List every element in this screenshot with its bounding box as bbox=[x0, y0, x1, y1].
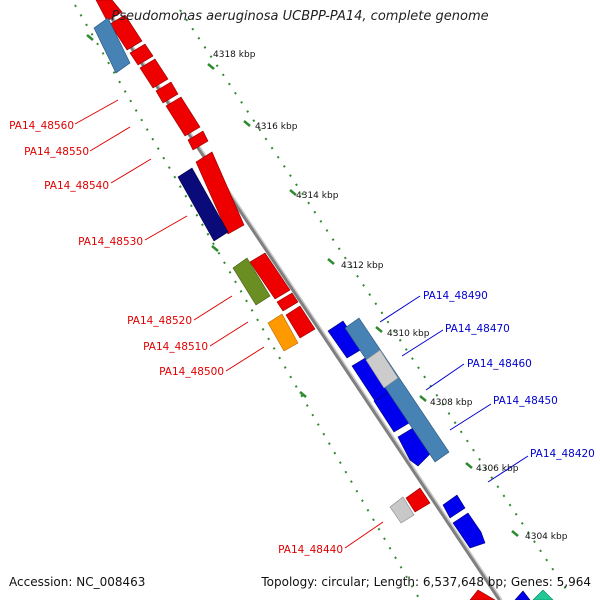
gene-block[interactable] bbox=[285, 305, 316, 339]
gene-block[interactable] bbox=[344, 317, 450, 463]
tick-label: 4308 kbp bbox=[430, 398, 473, 408]
gene-block[interactable] bbox=[442, 494, 466, 519]
gene-label-reverse[interactable]: PA14_48550 bbox=[24, 146, 89, 158]
gene-label-forward[interactable]: PA14_48450 bbox=[493, 395, 558, 407]
gene-block[interactable] bbox=[452, 512, 486, 549]
gene-block[interactable] bbox=[155, 81, 179, 104]
gene-label-reverse[interactable]: PA14_48510 bbox=[143, 341, 208, 353]
forward-genes bbox=[327, 317, 554, 600]
tick-label: 4312 kbp bbox=[341, 261, 384, 271]
gene-block[interactable] bbox=[165, 96, 201, 137]
accession-text: Accession: NC_008463 bbox=[9, 575, 146, 589]
gene-block[interactable] bbox=[195, 151, 245, 235]
genome-backbone-shadow bbox=[101, 0, 503, 600]
gene-block[interactable] bbox=[187, 130, 209, 151]
gene-block[interactable] bbox=[276, 292, 299, 312]
gene-block[interactable] bbox=[514, 590, 531, 600]
gene-label-forward[interactable]: PA14_48470 bbox=[445, 323, 510, 335]
gene-label-reverse[interactable]: PA14_48440 bbox=[278, 544, 343, 556]
gene-block[interactable] bbox=[93, 17, 131, 74]
gene-block[interactable] bbox=[95, 0, 123, 22]
ruler-ticks bbox=[86, 34, 519, 537]
gene-block[interactable] bbox=[389, 496, 415, 524]
tick-label: 4314 kbp bbox=[296, 191, 339, 201]
gene-label-reverse[interactable]: PA14_48520 bbox=[127, 315, 192, 327]
gene-label-forward[interactable]: PA14_48490 bbox=[423, 290, 488, 302]
gene-block[interactable] bbox=[232, 257, 271, 306]
left-leaders bbox=[74, 99, 384, 549]
tick-label: 4318 kbp bbox=[213, 50, 256, 60]
gene-block[interactable] bbox=[139, 58, 169, 89]
gene-block[interactable] bbox=[532, 589, 554, 600]
gene-block[interactable] bbox=[405, 487, 431, 513]
tick-label: 4304 kbp bbox=[525, 532, 568, 542]
gene-label-forward[interactable]: PA14_48420 bbox=[530, 448, 595, 460]
inner-ruler bbox=[74, 4, 421, 600]
right-leaders bbox=[379, 295, 529, 483]
gene-label-reverse[interactable]: PA14_48560 bbox=[9, 120, 74, 132]
gene-label-reverse[interactable]: PA14_48540 bbox=[44, 180, 109, 192]
tick-label: 4310 kbp bbox=[387, 329, 430, 339]
reverse-genes bbox=[93, 0, 496, 600]
gene-block[interactable] bbox=[469, 589, 496, 600]
tick-label: 4306 kbp bbox=[476, 464, 519, 474]
gene-block[interactable] bbox=[109, 14, 143, 51]
gene-block[interactable] bbox=[267, 313, 299, 352]
genome-summary-text: Topology: circular; Length: 6,537,648 bp… bbox=[261, 575, 591, 589]
gene-label-reverse[interactable]: PA14_48500 bbox=[159, 366, 224, 378]
gene-block[interactable] bbox=[365, 349, 399, 389]
gene-label-reverse[interactable]: PA14_48530 bbox=[78, 236, 143, 248]
gene-label-forward[interactable]: PA14_48460 bbox=[467, 358, 532, 370]
gene-block[interactable] bbox=[397, 427, 431, 467]
outer-ruler bbox=[179, 9, 571, 596]
tick-label: 4316 kbp bbox=[255, 122, 298, 132]
map-title: Pseudomonas aeruginosa UCBPP-PA14, compl… bbox=[111, 9, 489, 24]
gene-block[interactable] bbox=[177, 167, 229, 242]
gene-block[interactable] bbox=[129, 43, 154, 66]
gene-block[interactable] bbox=[249, 252, 291, 300]
